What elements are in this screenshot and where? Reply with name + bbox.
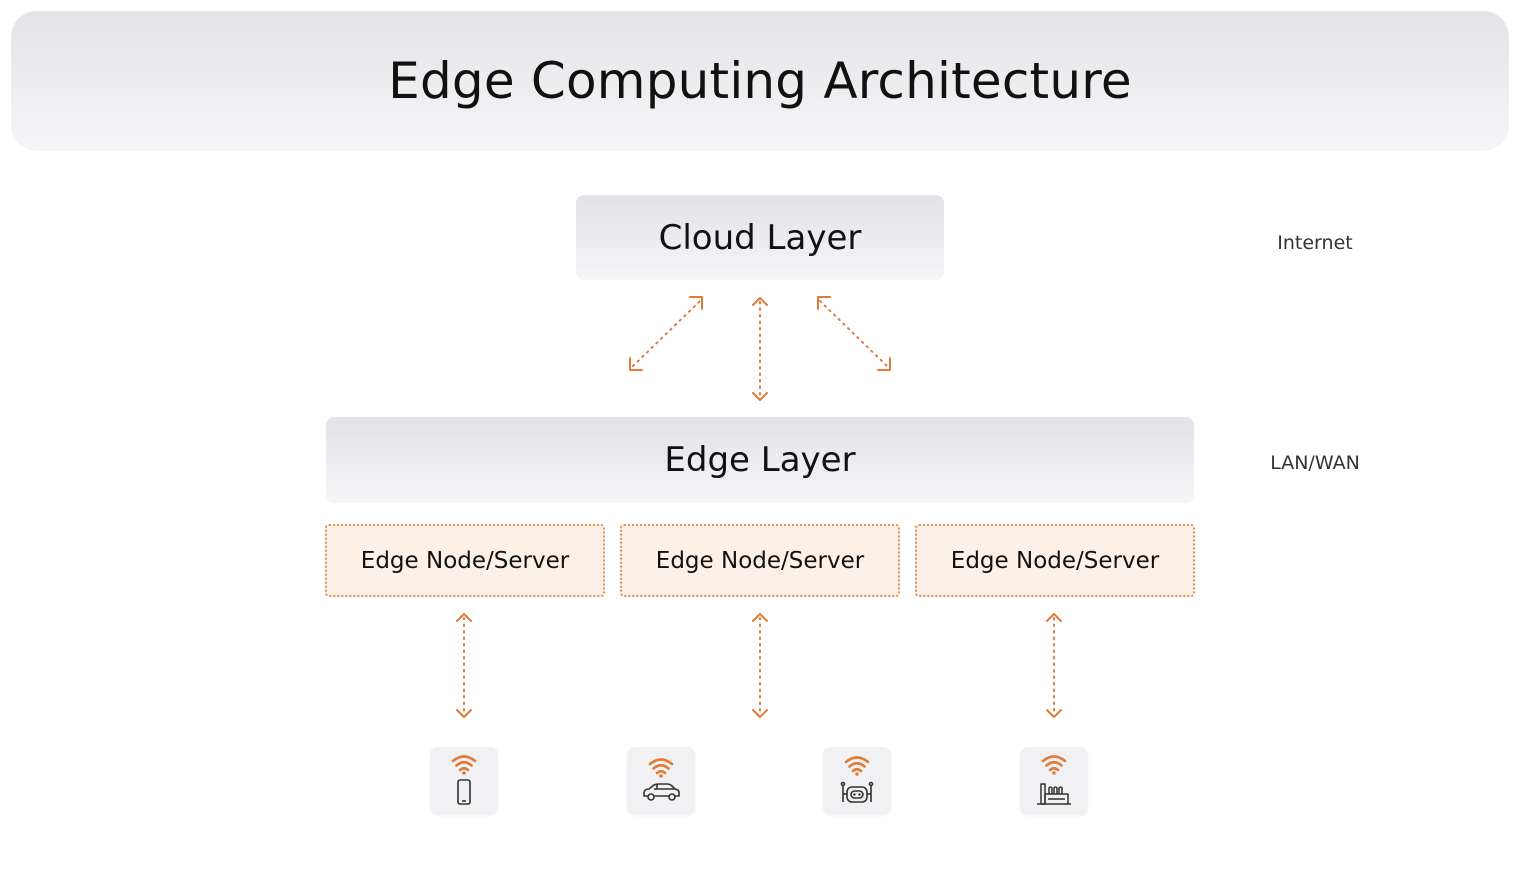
edge-node-label: Edge Node/Server: [950, 547, 1160, 574]
diagram-title: Edge Computing Architecture: [388, 52, 1132, 110]
arrow-node1-device: [456, 613, 472, 718]
arrow-node2-device: [752, 613, 768, 718]
edge-node-label: Edge Node/Server: [360, 547, 570, 574]
edge-node-label: Edge Node/Server: [655, 547, 865, 574]
robot-icon: [840, 756, 874, 803]
robot-device: [823, 747, 891, 815]
smartphone-icon: [451, 755, 477, 805]
factory-icon: [1037, 755, 1071, 805]
arrow-cloud-edge-center: [752, 297, 768, 401]
smartphone-device: [430, 747, 498, 815]
arrow-cloud-edge-right: [817, 296, 891, 371]
title-banner: Edge Computing Architecture: [11, 11, 1509, 151]
factory-device: [1020, 747, 1088, 815]
edge-layer-label: Edge Layer: [664, 440, 856, 480]
edge-layer-box: Edge Layer: [326, 417, 1194, 503]
internet-label: Internet: [1277, 232, 1353, 254]
arrow-node3-device: [1046, 613, 1062, 718]
edge-node-1: Edge Node/Server: [325, 524, 605, 597]
car-icon: [643, 758, 680, 801]
arrow-cloud-edge-left: [629, 296, 703, 371]
edge-node-2: Edge Node/Server: [620, 524, 900, 597]
edge-node-3: Edge Node/Server: [915, 524, 1195, 597]
cloud-layer-box: Cloud Layer: [576, 195, 944, 280]
lan-wan-label: LAN/WAN: [1270, 452, 1360, 474]
cloud-layer-label: Cloud Layer: [658, 217, 862, 258]
vehicle-device: [627, 747, 695, 815]
